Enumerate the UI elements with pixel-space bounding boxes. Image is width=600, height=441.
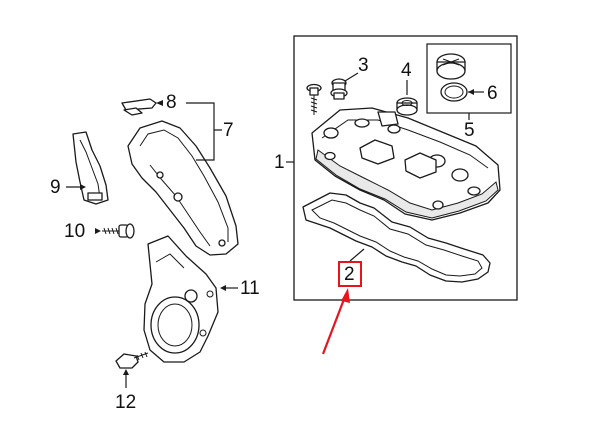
callout-3: 3 (358, 55, 369, 76)
grommet (330, 78, 348, 100)
valve-cover-gasket (302, 192, 491, 283)
leader-line-3 (344, 72, 359, 82)
leader-arrow-9 (80, 184, 86, 190)
leader-arrow-11 (220, 285, 226, 291)
oil-cap-seal (440, 82, 468, 102)
leader-arrow-10 (95, 228, 101, 234)
valve-cover (311, 107, 501, 221)
retaining-clip (121, 98, 157, 116)
leader-bracket-7 (186, 102, 222, 161)
callout-6: 6 (487, 83, 498, 104)
leader-arrow-12 (123, 369, 129, 375)
lower-cover-bolt (115, 351, 149, 369)
highlight-arrow-head (341, 288, 350, 303)
oil-cap-kit-frame (426, 43, 512, 114)
leader-arrow-8 (156, 100, 163, 106)
callout-4: 4 (401, 60, 412, 81)
callout-11: 11 (240, 278, 260, 299)
callout-10: 10 (64, 221, 86, 242)
leader-arrow-6 (468, 89, 474, 95)
cover-bolt (102, 223, 135, 239)
oil-filler-cap (436, 53, 466, 80)
seal-ring (396, 97, 418, 116)
callout-5: 5 (464, 120, 475, 141)
bolt (306, 83, 322, 115)
valve-cover-assembly-frame (293, 35, 518, 301)
lower-timing-cover (143, 235, 219, 363)
highlight-box (338, 261, 362, 287)
highlight-arrow-line (321, 293, 348, 355)
timing-cover (127, 120, 239, 256)
callout-9: 9 (50, 177, 61, 198)
cover-bracket (72, 131, 109, 205)
callout-12: 12 (115, 392, 137, 413)
callout-2: 2 (344, 264, 355, 285)
callout-7: 7 (223, 120, 234, 141)
leader-line-2 (349, 248, 365, 262)
callout-8: 8 (166, 92, 177, 113)
callout-1: 1 (274, 152, 285, 173)
